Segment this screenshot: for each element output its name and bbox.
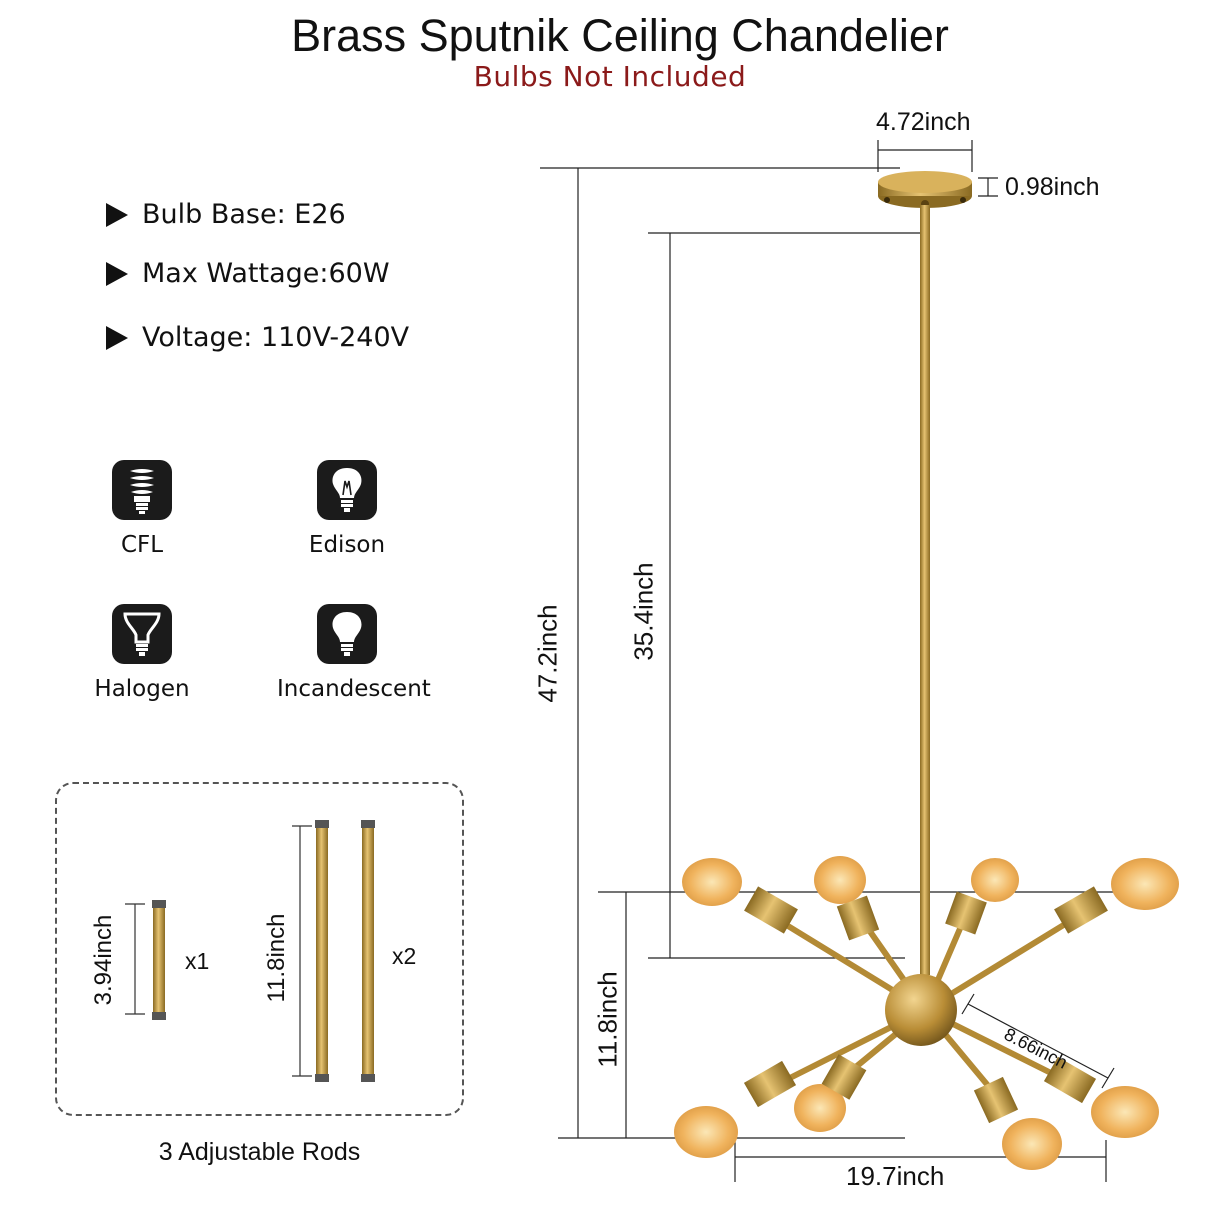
bulb-type-edison: Edison: [277, 460, 417, 558]
adjustable-rods-panel: [55, 782, 464, 1116]
body-height-label: 11.8inch: [592, 971, 623, 1068]
rod-height-label: 35.4inch: [628, 562, 659, 661]
edison-bulb-icon: [317, 460, 377, 520]
short-rod: [125, 900, 166, 1020]
bulb-type-cfl: CFL: [72, 460, 212, 558]
bulb-type-label: Incandescent: [277, 676, 431, 702]
page-title: Brass Sputnik Ceiling Chandelier: [291, 10, 949, 61]
chandelier-illustration: [674, 171, 1179, 1170]
halogen-bulb-icon: [112, 604, 172, 664]
bulb-type-halogen: Halogen: [72, 604, 212, 702]
long-rod-1: [292, 820, 329, 1082]
long-rod-quantity-label: x2: [392, 943, 417, 969]
bulb-type-incandescent: Incandescent: [277, 604, 431, 702]
long-rod-2: [361, 820, 375, 1082]
bulb-type-label: CFL: [120, 532, 164, 558]
triangle-bullet-icon: [106, 325, 128, 350]
bulb-type-label: Halogen: [94, 676, 190, 702]
long-rod-length-label: 11.8inch: [263, 913, 290, 1003]
page-subtitle: Bulbs Not Included: [473, 60, 747, 93]
body-width-label: 19.7inch: [846, 1161, 945, 1191]
spec-bulb-base: Bulb Base: E26: [106, 199, 346, 230]
spec-label: Max Wattage:60W: [142, 258, 390, 289]
spec-voltage: Voltage: 110V-240V: [106, 322, 409, 353]
triangle-bullet-icon: [106, 261, 128, 286]
canopy-width-label: 4.72inch: [876, 108, 971, 136]
spec-label: Bulb Base: E26: [142, 199, 346, 230]
cfl-bulb-icon: [112, 460, 172, 520]
short-rod-quantity-label: x1: [185, 948, 210, 974]
incandescent-bulb-icon: [317, 604, 377, 664]
triangle-bullet-icon: [106, 202, 128, 227]
adjustable-rods-caption: 3 Adjustable Rods: [158, 1138, 361, 1166]
short-rod-length-label: 3.94inch: [90, 914, 117, 1006]
canopy-height-label: 0.98inch: [1005, 173, 1100, 201]
spec-max-wattage: Max Wattage:60W: [106, 258, 390, 289]
bulb-type-label: Edison: [308, 532, 386, 558]
spec-label: Voltage: 110V-240V: [142, 322, 410, 353]
total-height-label: 47.2inch: [532, 604, 563, 703]
